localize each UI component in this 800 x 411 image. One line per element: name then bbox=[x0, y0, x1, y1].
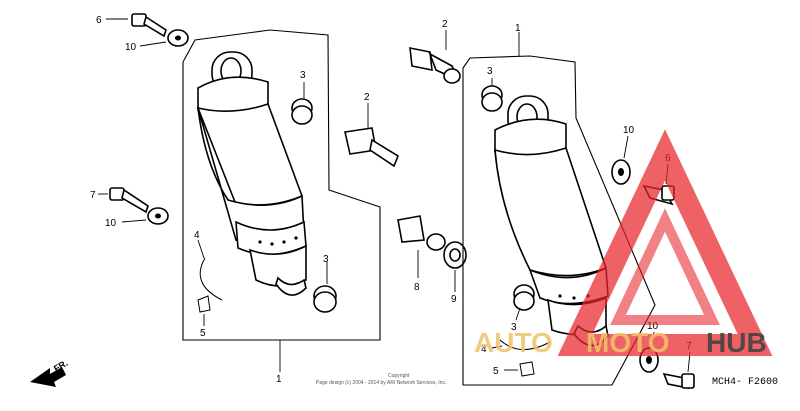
callout-left-3a: 3 bbox=[300, 70, 306, 81]
mid-washer bbox=[443, 241, 467, 269]
front-direction-indicator: FR. bbox=[30, 358, 70, 387]
callout-right-5: 5 bbox=[493, 366, 499, 377]
callout-left-10b: 10 bbox=[105, 218, 117, 229]
left-clip bbox=[199, 257, 223, 301]
callout-mid-2b: 2 bbox=[364, 92, 370, 103]
callout-left-5: 5 bbox=[200, 328, 206, 339]
callout-left-10a: 10 bbox=[125, 42, 137, 53]
left-bolt-mid bbox=[109, 187, 169, 225]
callout-left-3b: 3 bbox=[323, 254, 329, 265]
copyright-line-2: Page design (c) 2004 - 2014 by ARI Netwo… bbox=[316, 380, 446, 386]
right-bushing-upper bbox=[481, 85, 503, 112]
right-bolt-lower bbox=[662, 372, 695, 390]
watermark-moto: MOTO bbox=[586, 327, 669, 358]
left-shock-absorber bbox=[196, 51, 307, 296]
mid-bolt-upper bbox=[409, 47, 461, 84]
callout-right-3b: 3 bbox=[511, 322, 517, 333]
front-label: FR. bbox=[52, 358, 70, 374]
callout-left-4: 4 bbox=[194, 230, 200, 241]
right-bushing-lower bbox=[513, 284, 535, 311]
callout-mid-8: 8 bbox=[414, 282, 420, 293]
right-clip bbox=[499, 339, 551, 350]
left-assembly-frame bbox=[182, 29, 381, 341]
callout-right-10a: 10 bbox=[623, 125, 635, 136]
left-bushing-lower bbox=[313, 285, 337, 313]
callout-right-1: 1 bbox=[515, 23, 521, 34]
left-bushing-upper bbox=[291, 98, 313, 125]
callout-left-6: 6 bbox=[96, 15, 102, 26]
mid-bolt-center bbox=[344, 127, 399, 168]
callout-mid-9: 9 bbox=[451, 294, 457, 305]
copyright-line-1: Copyright bbox=[388, 373, 410, 379]
callout-left-1: 1 bbox=[276, 374, 282, 385]
right-label-tag bbox=[519, 361, 535, 377]
callout-right-3a: 3 bbox=[487, 66, 493, 77]
diagram-code: MCH4- F2600 bbox=[712, 377, 778, 388]
watermark-auto: AUTO bbox=[474, 327, 553, 358]
callout-left-7: 7 bbox=[90, 190, 96, 201]
arrow-left-icon bbox=[30, 367, 66, 387]
callout-right-4: 4 bbox=[481, 344, 487, 355]
left-bolt-top bbox=[131, 13, 189, 47]
watermark-hub: HUB bbox=[706, 327, 767, 358]
copyright-notice: Copyright Page design (c) 2004 - 2014 by… bbox=[316, 373, 446, 386]
watermark-text: AUTO MOTO HUB bbox=[474, 327, 767, 358]
callout-mid-2a: 2 bbox=[442, 19, 448, 30]
watermark-logo bbox=[557, 129, 773, 356]
right-washer-upper bbox=[611, 159, 631, 185]
left-label-tag bbox=[197, 295, 211, 313]
mid-bolt-lower bbox=[397, 215, 446, 251]
callout-right-10b: 10 bbox=[647, 321, 659, 332]
right-assembly-frame bbox=[462, 55, 656, 386]
